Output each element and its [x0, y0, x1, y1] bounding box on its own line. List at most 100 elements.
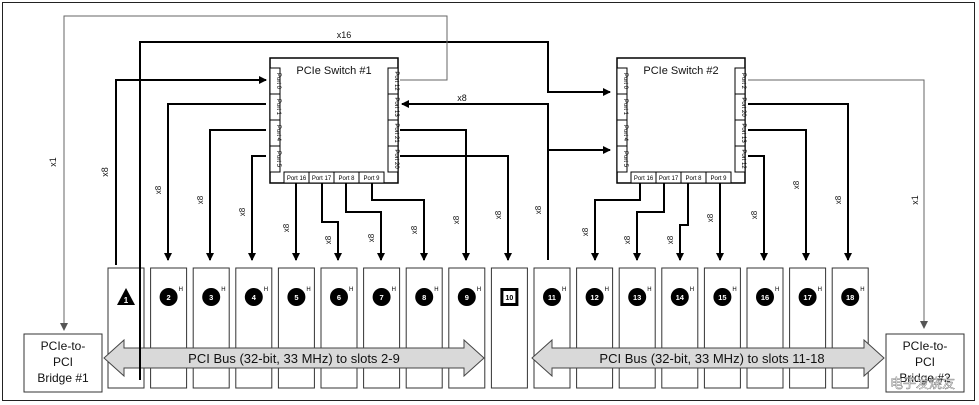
slot-marker-circle-icon — [330, 288, 348, 306]
slot-hotplug-mark: H — [392, 287, 396, 293]
slot-3: 3H — [192, 267, 230, 389]
bridge2-line1: PCIe-to- — [903, 339, 948, 353]
switch-port-label: Port 8 — [338, 176, 355, 182]
slot-17: 17 H — [789, 267, 827, 389]
x8-link-label: x8 — [282, 223, 291, 232]
switch1-title: PCIe Switch #1 — [296, 65, 371, 77]
pcie-switch-1: PCIe Switch #1 Port 0 Port 1 Port 4 Port 5 P… — [269, 57, 399, 184]
slot-number: 1 — [124, 296, 129, 305]
switch-port-label: Port 0 — [622, 73, 628, 90]
switch-port-label: Port 9 — [363, 176, 380, 182]
pci-bus-1: PCI Bus (32-bit, 33 MHz) to slots 2-9 — [103, 338, 485, 378]
switch2-title: PCIe Switch #2 — [643, 65, 718, 77]
slot-hotplug-mark: H — [647, 287, 651, 293]
slot-number: 17 — [803, 293, 811, 302]
sw-interlink-x8: x8 — [457, 93, 467, 103]
x8-link-label: x8 — [792, 180, 801, 189]
slot-15: 15H — [703, 267, 741, 389]
slot-hotplug-mark: H — [562, 287, 566, 293]
switch-port-label: Port 13 — [393, 97, 399, 117]
slot-hotplug-mark: H — [477, 287, 481, 293]
switch-port-label: Port 16 — [287, 176, 307, 182]
slot-hotplug-mark: H — [221, 287, 225, 293]
slot-2: 2H — [150, 267, 188, 389]
slot-hotplug-mark: H — [690, 287, 694, 293]
bus2-label: PCI Bus (32-bit, 33 MHz) to slots 11-18 — [599, 351, 824, 366]
bridge-1: PCIe-to- PCI Bridge #1 — [23, 333, 103, 393]
slot-number: 11 — [548, 293, 556, 302]
x1-label-1: x1 — [48, 157, 58, 167]
slot-number: 12 — [590, 293, 598, 302]
slot-14: 14H — [661, 267, 699, 389]
bridge2-line3: Bridge #2 — [899, 371, 951, 385]
x8-link-label: x8 — [834, 195, 843, 204]
slot-12: 12H — [576, 267, 614, 389]
slot-marker-circle-icon — [244, 288, 263, 306]
switch-port-label: Port 16 — [634, 176, 654, 182]
switch-port-label: Port 1 — [622, 99, 628, 116]
slot-hotplug-mark: H — [179, 287, 183, 293]
slot-marker-circle-icon — [798, 288, 817, 306]
slot-number: 5 — [294, 293, 298, 302]
switch-port-label: Port 4 — [622, 125, 628, 142]
slot-marker-circle-icon — [415, 288, 434, 306]
slot-marker-circle-icon — [159, 288, 178, 306]
slot-4: 4H — [235, 267, 273, 389]
slot-8: 8H — [405, 267, 443, 389]
slot-hotplug-mark: H — [264, 287, 268, 293]
slot-marker-circle-icon — [372, 288, 391, 306]
slot1-x8: x8 — [100, 167, 110, 177]
slot-marker-circle-icon — [202, 288, 221, 306]
slot-number: 15 — [718, 293, 726, 302]
x1-link-2 — [748, 79, 928, 329]
link-wiring: x16 x1 x1 x8 x8 — [48, 15, 928, 380]
slot1-uplink — [115, 76, 267, 265]
slot-number: 4 — [252, 293, 257, 302]
x8-link-label: x8 — [706, 213, 715, 222]
pci-bus-2: PCI Bus (32-bit, 33 MHz) to slots 11-18 — [531, 338, 885, 378]
x8-link-label: x8 — [750, 210, 759, 219]
slot-number: 8 — [422, 293, 426, 302]
slot-number: 16 — [761, 293, 769, 302]
bus1-label: PCI Bus (32-bit, 33 MHz) to slots 2-9 — [188, 351, 400, 366]
slot-hotplug-mark: H — [775, 287, 779, 293]
slot-7: 7H — [363, 267, 401, 389]
x8-link-label: x8 — [238, 207, 247, 216]
x8-link-label: x8 — [623, 235, 632, 244]
switch-port-label: Port 5 — [275, 151, 281, 168]
switch-port-label: Port 9 — [710, 176, 727, 182]
switch-port-label: Port 21 — [393, 123, 399, 143]
switch-port-label: Port 1 — [275, 99, 281, 116]
slot-marker-circle-icon — [841, 288, 860, 306]
x8-link-label: x8 — [367, 233, 376, 242]
watermark: 电子发烧友 — [890, 376, 955, 391]
slot-hotplug-mark: H — [434, 287, 438, 293]
slot-number: 7 — [380, 293, 384, 302]
switch-port-label: Port 0 — [275, 73, 281, 90]
slot-5: 5H — [277, 267, 315, 389]
slot-marker-triangle-icon — [117, 288, 135, 305]
bridge-2: PCIe-to- PCI Bridge #2 — [885, 333, 965, 393]
switch-port-label: Port 4 — [275, 125, 281, 142]
x8-link-label: x8 — [666, 235, 675, 244]
switch-port-label: Port 2 — [740, 73, 746, 90]
slot-18: 18H — [831, 267, 869, 389]
switch-port-label: Port 20 — [740, 97, 746, 117]
switch-port-label: Port 5 — [622, 151, 628, 168]
x1-label-2: x1 — [910, 195, 920, 205]
switch-port-label: Port 17 — [312, 176, 332, 182]
slot-marker-circle-icon — [457, 288, 476, 306]
x8-link-label: x8 — [410, 225, 419, 234]
x8-link-label: x8 — [196, 195, 205, 204]
x8-link-label: x8 — [581, 227, 590, 236]
x16-link — [139, 41, 611, 380]
slot-hotplug-mark: H — [818, 287, 822, 293]
x8-link-label: x8 — [154, 185, 163, 194]
x16-label: x16 — [337, 30, 352, 40]
slot-marker-circle-icon — [628, 288, 647, 306]
slot-hotplug-mark: H — [306, 287, 310, 293]
slot-number: 10 — [506, 295, 514, 302]
x8-link-label: x8 — [324, 235, 333, 244]
